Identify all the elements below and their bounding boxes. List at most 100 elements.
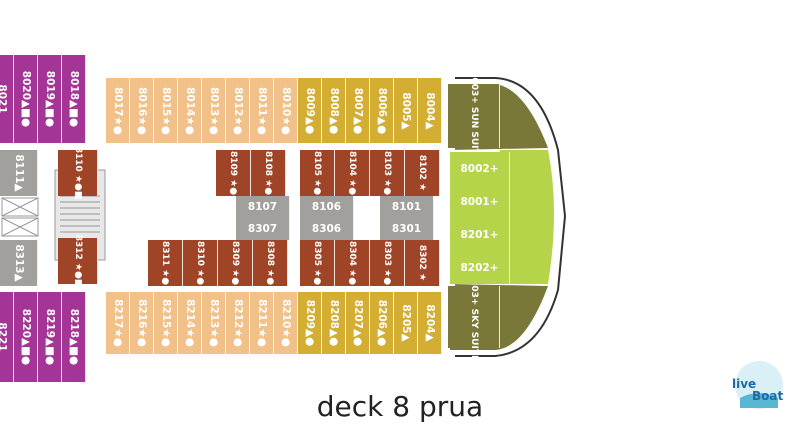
cabin[interactable]: 8220▲■● — [14, 292, 38, 382]
cabin[interactable]: 8304 ★● — [335, 240, 370, 286]
cabin[interactable]: 8105 ★● — [300, 150, 335, 196]
cabin-label: 8305 ★● — [312, 240, 322, 286]
cabin[interactable]: 8110 ★●■ — [58, 147, 98, 199]
cabin[interactable]: 8010★● — [274, 78, 298, 143]
cabin-label: 8003+ SUN SUITE — [468, 71, 479, 161]
corridor-bottom — [0, 284, 455, 292]
cabin[interactable]: 8107 — [236, 196, 290, 218]
cabin[interactable]: 8021 — [0, 55, 14, 143]
cabin[interactable]: 8108 ★● — [251, 150, 286, 196]
cabin-label: 8108 ★● — [263, 150, 273, 196]
cabin[interactable]: 8206▲● — [370, 292, 394, 354]
liveboat-logo: live Boat — [732, 361, 783, 409]
cabin-label: 8105 ★● — [312, 150, 322, 196]
cabin-label: 8016★● — [135, 86, 148, 135]
cabin[interactable]: 8002+ — [450, 152, 510, 185]
cabin[interactable]: 8005▲ — [394, 78, 418, 143]
cabin-label: 8207▲● — [351, 299, 364, 347]
cabin[interactable]: 8218▲■● — [62, 292, 86, 382]
cabin[interactable]: 8104 ★● — [335, 150, 370, 196]
cabin[interactable]: 8301 — [380, 218, 434, 240]
cabin-label: 8205▲ — [399, 304, 412, 342]
cabin[interactable]: 8309 ★● — [218, 240, 253, 286]
cabin-label: 8020▲■● — [19, 70, 32, 128]
cabin[interactable]: 8209▲● — [298, 292, 322, 354]
cabin[interactable]: 8006▲● — [370, 78, 394, 143]
cabin[interactable]: 8004▲ — [418, 78, 442, 143]
cabin-label: 8302 ★ — [417, 244, 427, 282]
cabin-label: 8002+ — [460, 162, 499, 175]
cabin[interactable]: 8217★● — [106, 292, 130, 354]
cabin[interactable]: 8012★● — [226, 78, 250, 143]
cabin[interactable]: 8310 ★● — [183, 240, 218, 286]
cabin[interactable]: 8204▲ — [418, 292, 442, 354]
cabin-label: 8013★● — [207, 86, 220, 135]
cabin-label: 8012★● — [231, 86, 244, 135]
cabin-label: 8309 ★● — [230, 240, 240, 286]
cabin[interactable]: 8013★● — [202, 78, 226, 143]
cabin[interactable]: 8305 ★● — [300, 240, 335, 286]
cabin[interactable]: 8214★● — [178, 292, 202, 354]
cabin[interactable]: 8215★● — [154, 292, 178, 354]
cabin[interactable]: 8003+ SUN SUITE — [448, 71, 500, 161]
cabin[interactable]: 8216★● — [130, 292, 154, 354]
cabin[interactable]: 8008▲● — [322, 78, 346, 143]
cabin[interactable]: 8001+ — [450, 185, 510, 218]
cabin-label: 8104 ★● — [347, 150, 357, 196]
cabin-label: 8206▲● — [375, 299, 388, 347]
cabin[interactable]: 8018▲■● — [62, 55, 86, 143]
cabin[interactable]: 8303 ★● — [370, 240, 405, 286]
cabin[interactable]: 8202+ — [450, 251, 510, 284]
cabin[interactable]: 8212★● — [226, 292, 250, 354]
cabin[interactable]: 8011★● — [250, 78, 274, 143]
cabin[interactable]: 8221 — [0, 292, 14, 382]
cabin-label: 8201+ — [460, 228, 499, 241]
cabin-label: 8215★● — [159, 299, 172, 347]
cabin-label: 8204▲ — [423, 304, 436, 342]
cabin[interactable]: 8201+ — [450, 218, 510, 251]
cabin-label: 8308 ★● — [265, 240, 275, 286]
cabin[interactable]: 8312 ★●■ — [58, 235, 98, 287]
cabin[interactable]: 8313▲ — [0, 240, 38, 286]
cabin[interactable]: 8208▲● — [322, 292, 346, 354]
cabin[interactable]: 8017★● — [106, 78, 130, 143]
cabin-label: 8208▲● — [327, 299, 340, 347]
cabin[interactable]: 8106 — [300, 196, 354, 218]
cabin[interactable]: 8211★● — [250, 292, 274, 354]
cabin-label: 8001+ — [460, 195, 499, 208]
cabin-label: 8011★● — [255, 86, 268, 135]
cabin[interactable]: 8007▲● — [346, 78, 370, 143]
stair-steps — [60, 195, 100, 233]
deck-caption: deck 8 prua — [316, 390, 484, 423]
cabin[interactable]: 8111▲ — [0, 150, 38, 196]
cabin[interactable]: 8203+ SKY SUITE — [448, 273, 500, 361]
cabin-label: 8005▲ — [399, 91, 412, 130]
cabin[interactable]: 8016★● — [130, 78, 154, 143]
cabin[interactable]: 8205▲ — [394, 292, 418, 354]
cabin[interactable]: 8311 ★● — [148, 240, 183, 286]
cabin[interactable]: 8102 ★ — [405, 150, 440, 196]
cabin[interactable]: 8015★● — [154, 78, 178, 143]
cabin[interactable]: 8213★● — [202, 292, 226, 354]
cabin[interactable]: 8019▲■● — [38, 55, 62, 143]
cabin[interactable]: 8020▲■● — [14, 55, 38, 143]
cabin[interactable]: 8207▲● — [346, 292, 370, 354]
cabin-label: 8107 — [247, 201, 278, 213]
cabin[interactable]: 8308 ★● — [253, 240, 288, 286]
cabin[interactable]: 8103 ★● — [370, 150, 405, 196]
cabin-label: 8102 ★ — [417, 154, 427, 192]
cabin-label: 8018▲■● — [67, 70, 80, 128]
cabin[interactable]: 8306 — [300, 218, 354, 240]
cabin[interactable]: 8219▲■● — [38, 292, 62, 382]
cabin-label: 8110 ★●■ — [72, 146, 83, 200]
bow-outline — [455, 77, 567, 357]
cabin[interactable]: 8009▲● — [298, 78, 322, 143]
cabin[interactable]: 8302 ★ — [405, 240, 440, 286]
cabin[interactable]: 8101 — [380, 196, 434, 218]
cabin[interactable]: 8109 ★● — [216, 150, 251, 196]
cabin[interactable]: 8307 — [236, 218, 290, 240]
cabin-label: 8304 ★● — [347, 240, 357, 286]
cabin[interactable]: 8014★● — [178, 78, 202, 143]
cabin[interactable]: 8210★● — [274, 292, 298, 354]
